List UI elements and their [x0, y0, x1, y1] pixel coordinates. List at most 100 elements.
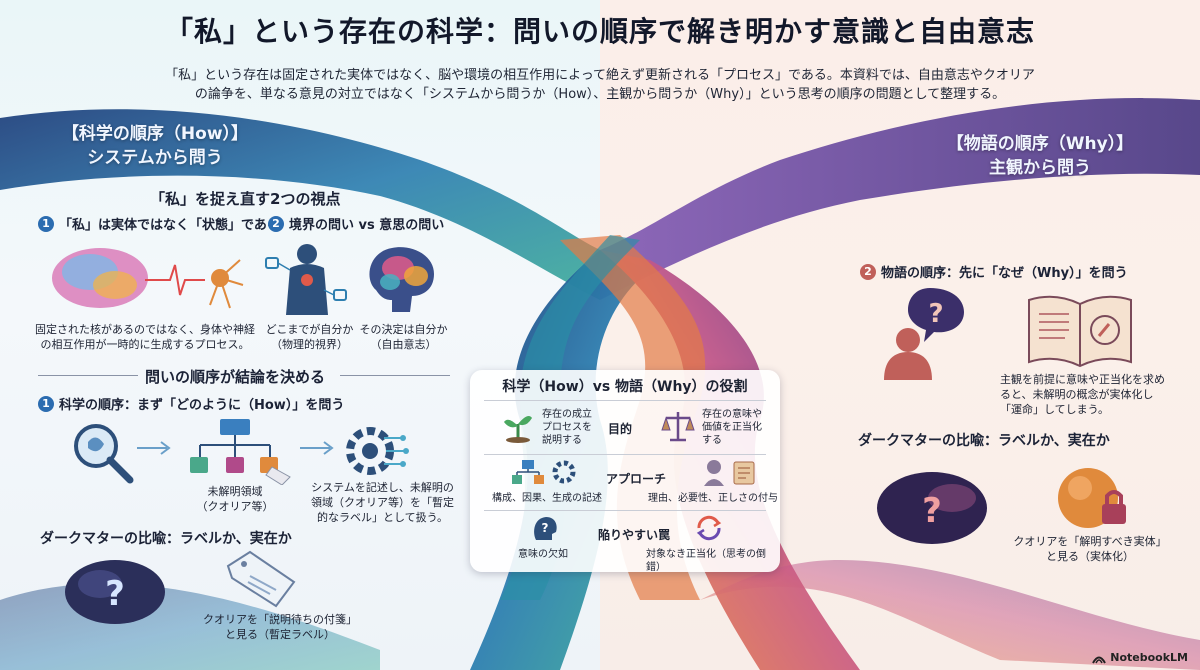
row-label-purpose: 目的 [608, 422, 633, 436]
notebooklm-logo-icon [1092, 656, 1107, 664]
item-state-heading: 1 「私」は実体ではなく「状態」である [38, 214, 280, 233]
magnifier-icon [74, 424, 134, 484]
head-question-icon: ? [534, 517, 557, 540]
scales-icon [661, 412, 695, 442]
svg-text:?: ? [922, 491, 942, 531]
section-divider-right [340, 375, 450, 376]
colorful-brain-icon [369, 247, 434, 312]
section-order-title: 問いの順序が結論を決める [145, 368, 326, 386]
item-boundary-title: 境界の問い vs 意思の問い [289, 218, 445, 233]
brand-watermark: NotebookLM [1092, 651, 1188, 664]
system-line-1: システムを記述し、未解明の [311, 481, 454, 494]
purpose-story: 存在の意味や 価値を正当化 する [702, 408, 762, 447]
brand-name: NotebookLM [1110, 651, 1188, 664]
science-heading-line-2: システムから問う [87, 148, 223, 168]
arrow-right-icon [137, 441, 171, 455]
section-divider-left [38, 375, 138, 376]
left-darkmatter-title: ダークマターの比喩：ラベルか、実在か [40, 531, 292, 547]
purpose-story-line-2: 価値を正当化 [702, 422, 762, 433]
svg-text:?: ? [928, 299, 943, 329]
system-line-3: 的なラベル」として扱う。 [316, 511, 448, 524]
right-darkmatter-line-2: と見る（実体化） [1046, 550, 1134, 563]
approach-science: 構成、因果、生成の記述 [492, 493, 602, 504]
page-title: 「私」という存在の科学：問いの順序で解き明かす意識と自由意志 [164, 15, 1035, 48]
item-story-order-heading: 2 物語の順序：先に「なぜ（Why）」を問う [860, 262, 1128, 281]
story-heading: 【物語の順序（Why）】 主観から問う [920, 132, 1160, 180]
open-book-icon [1028, 295, 1132, 368]
item-state-title: 「私」は実体ではなく「状態」である [59, 218, 280, 233]
approach-story: 理由、必要性、正しさの付与 [648, 493, 778, 504]
item-state-desc-line-2: の相互作用が一時的に生成するプロセス。 [40, 338, 250, 351]
boundary-question: どこまでが自分か （物理的視界） [262, 322, 357, 352]
right-darkmatter-caption: クオリアを「解明すべき実体」 と見る（実体化） [1005, 534, 1175, 564]
row-label-approach: アプローチ [606, 472, 667, 486]
item-boundary-heading: 2 境界の問い vs 意思の問い [268, 214, 444, 233]
left-darkmatter-line-1: クオリアを「説明待ちの付箋」 [203, 613, 357, 626]
comparison-card: 科学（How）vs 物語（Why）の役割 存在の成立 プロセスを 説明する 目的… [470, 370, 780, 573]
purpose-science-line-2: プロセスを [542, 422, 592, 433]
will-question-line-1: その決定は自分か [359, 323, 448, 336]
card-divider [484, 510, 766, 511]
item-story-order-title: 物語の順序：先に「なぜ（Why）」を問う [881, 266, 1128, 281]
story-heading-line-1: 【物語の順序（Why）】 [946, 134, 1134, 154]
subtitle-line-2: の論争を、単なる意見の対立ではなく「システムから問うか（How）、主観から問うか… [194, 87, 1006, 102]
story-order-description: 主観を前提に意味や正当化を求め ると、未解明の概念が実体化し 「運命」してしまう… [1000, 372, 1180, 417]
story-heading-line-2: 主観から問う [989, 158, 1091, 178]
card-divider [484, 454, 766, 455]
left-darkmatter-line-2: と見る（暫定ラベル） [225, 628, 335, 641]
cycle-arrows-icon [696, 515, 722, 541]
person-thinking-icon: ? [884, 288, 964, 380]
purpose-science-line-3: 説明する [542, 435, 582, 446]
purpose-science-line-1: 存在の成立 [542, 409, 592, 420]
unexplained-region-label: 未解明領域 （クオリア等） [185, 484, 285, 514]
science-heading: 【科学の順序（How）】 システムから問う [40, 122, 270, 170]
story-desc-line-1: 主観を前提に意味や正当化を求め [1000, 373, 1165, 386]
sprout-icon [504, 416, 532, 443]
trap-science: 意味の欠如 [518, 549, 568, 560]
brain-neuron-icon [52, 248, 244, 309]
dark-cloud-question-icon: ? [65, 560, 165, 624]
story-desc-line-2: ると、未解明の概念が実体化し [1000, 388, 1154, 401]
item-state-description: 固定された核があるのではなく、身体や神経 の相互作用が一時的に生成するプロセス。 [30, 322, 260, 352]
item-state-desc-line-1: 固定された核があるのではなく、身体や神経 [35, 323, 255, 336]
body-boundary-icon [265, 244, 347, 315]
unexplained-line-2: （クオリア等） [196, 500, 274, 513]
story-ribbon-top [600, 98, 1200, 300]
system-description: システムを記述し、未解明の 領域（クオリア等）を「暫定 的なラベル」として扱う。 [300, 480, 465, 525]
item-science-order-title: 科学の順序：まず「どのように（How）」を問う [59, 398, 345, 413]
bust-scroll-icon [704, 460, 755, 486]
comparison-card-title: 科学（How）vs 物語（Why）の役割 [502, 379, 748, 395]
trap-story: 対象なき正当化（思考の倒錯） [646, 549, 766, 573]
tag-label-icon [226, 550, 296, 608]
page-subtitle: 「私」という存在は固定された実体ではなく、脳や環境の相互作用によって絶えず更新さ… [90, 66, 1110, 104]
subtitle-line-1: 「私」という存在は固定された実体ではなく、脳や環境の相互作用によって絶えず更新さ… [165, 68, 1035, 83]
will-question-line-2: （自由意志） [370, 338, 437, 351]
row-label-trap: 陥りやすい罠 [598, 528, 671, 542]
story-desc-line-3: 「運命」してしまう。 [1000, 403, 1110, 416]
card-divider [484, 400, 766, 401]
purpose-story-line-1: 存在の意味や [702, 409, 762, 420]
boundary-question-line-1: どこまでが自分か [265, 323, 354, 336]
item-science-order-heading: 1 科学の順序：まず「どのように（How）」を問う [38, 394, 344, 413]
structure-gear-icon [512, 460, 576, 484]
unexplained-line-1: 未解明領域 [207, 485, 263, 498]
flowchart-icon [190, 419, 291, 485]
gear-circuit-icon [346, 427, 409, 475]
story-ribbon-bottom [700, 560, 1200, 670]
sphere-lock-icon [1058, 468, 1126, 528]
item-number: 1 [38, 395, 54, 412]
item-number: 2 [268, 215, 284, 232]
item-number: 2 [860, 263, 876, 280]
purpose-story-line-3: する [702, 435, 722, 446]
purpose-science: 存在の成立 プロセスを 説明する [542, 408, 592, 447]
left-darkmatter-caption: クオリアを「説明待ちの付箋」 と見る（暫定ラベル） [195, 612, 365, 642]
right-darkmatter-title: ダークマターの比喩：ラベルか、実在か [858, 433, 1110, 449]
system-line-2: 領域（クオリア等）を「暫定 [311, 496, 454, 509]
section-two-views-title: 「私」を捉え直す2つの視点 [150, 190, 341, 208]
dark-cloud-question-icon: ? [877, 472, 987, 544]
arrow-right-icon [300, 441, 334, 455]
right-darkmatter-line-1: クオリアを「解明すべき実体」 [1013, 535, 1167, 548]
science-ribbon-top [0, 109, 600, 300]
svg-text:?: ? [105, 574, 125, 614]
svg-text:?: ? [542, 521, 549, 535]
